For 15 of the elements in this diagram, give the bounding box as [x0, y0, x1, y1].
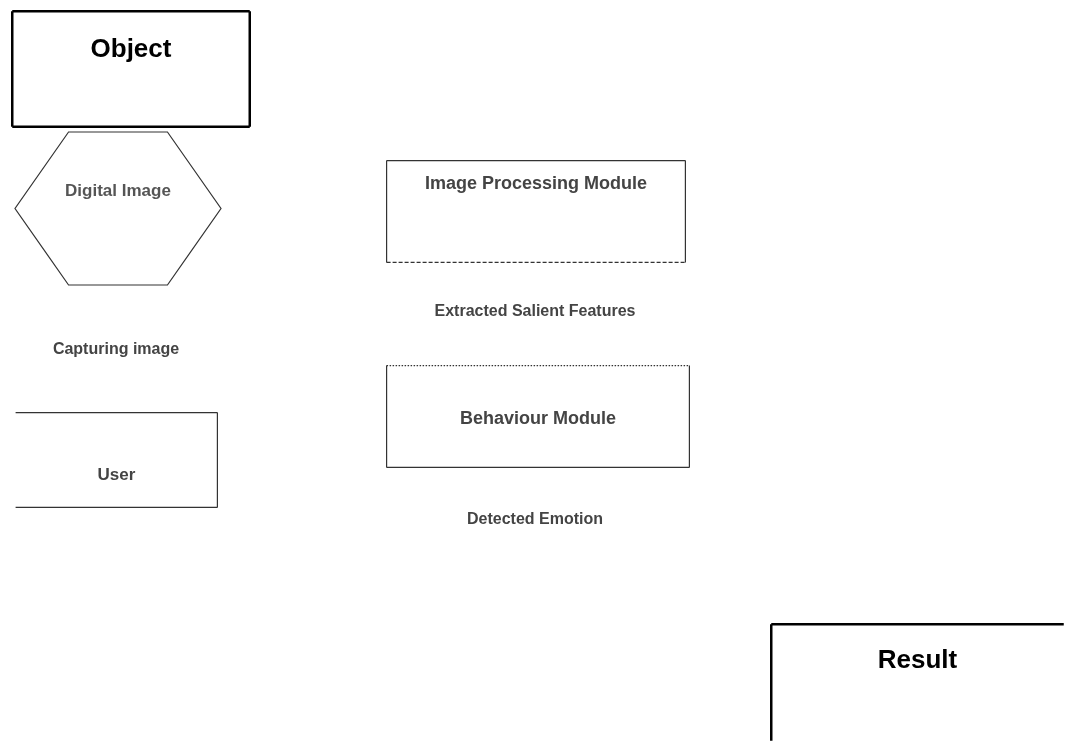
node-label: Image Processing Module [423, 172, 649, 195]
object-box [11, 10, 251, 128]
node-label: Behaviour Module [459, 407, 617, 430]
flow-label: Extracted Salient Features [434, 302, 636, 320]
module-box [386, 365, 690, 468]
user-box [15, 412, 218, 508]
hexagon-node [15, 132, 221, 285]
result-box [770, 623, 1065, 742]
node-label: User [96, 464, 137, 486]
node-label: Digital Image [64, 180, 172, 202]
node-label: Result [876, 643, 959, 676]
node-label: Object [89, 32, 173, 65]
module-box [386, 160, 686, 263]
flow-label: Capturing image [52, 340, 180, 358]
flow-label: Detected Emotion [467, 510, 603, 528]
